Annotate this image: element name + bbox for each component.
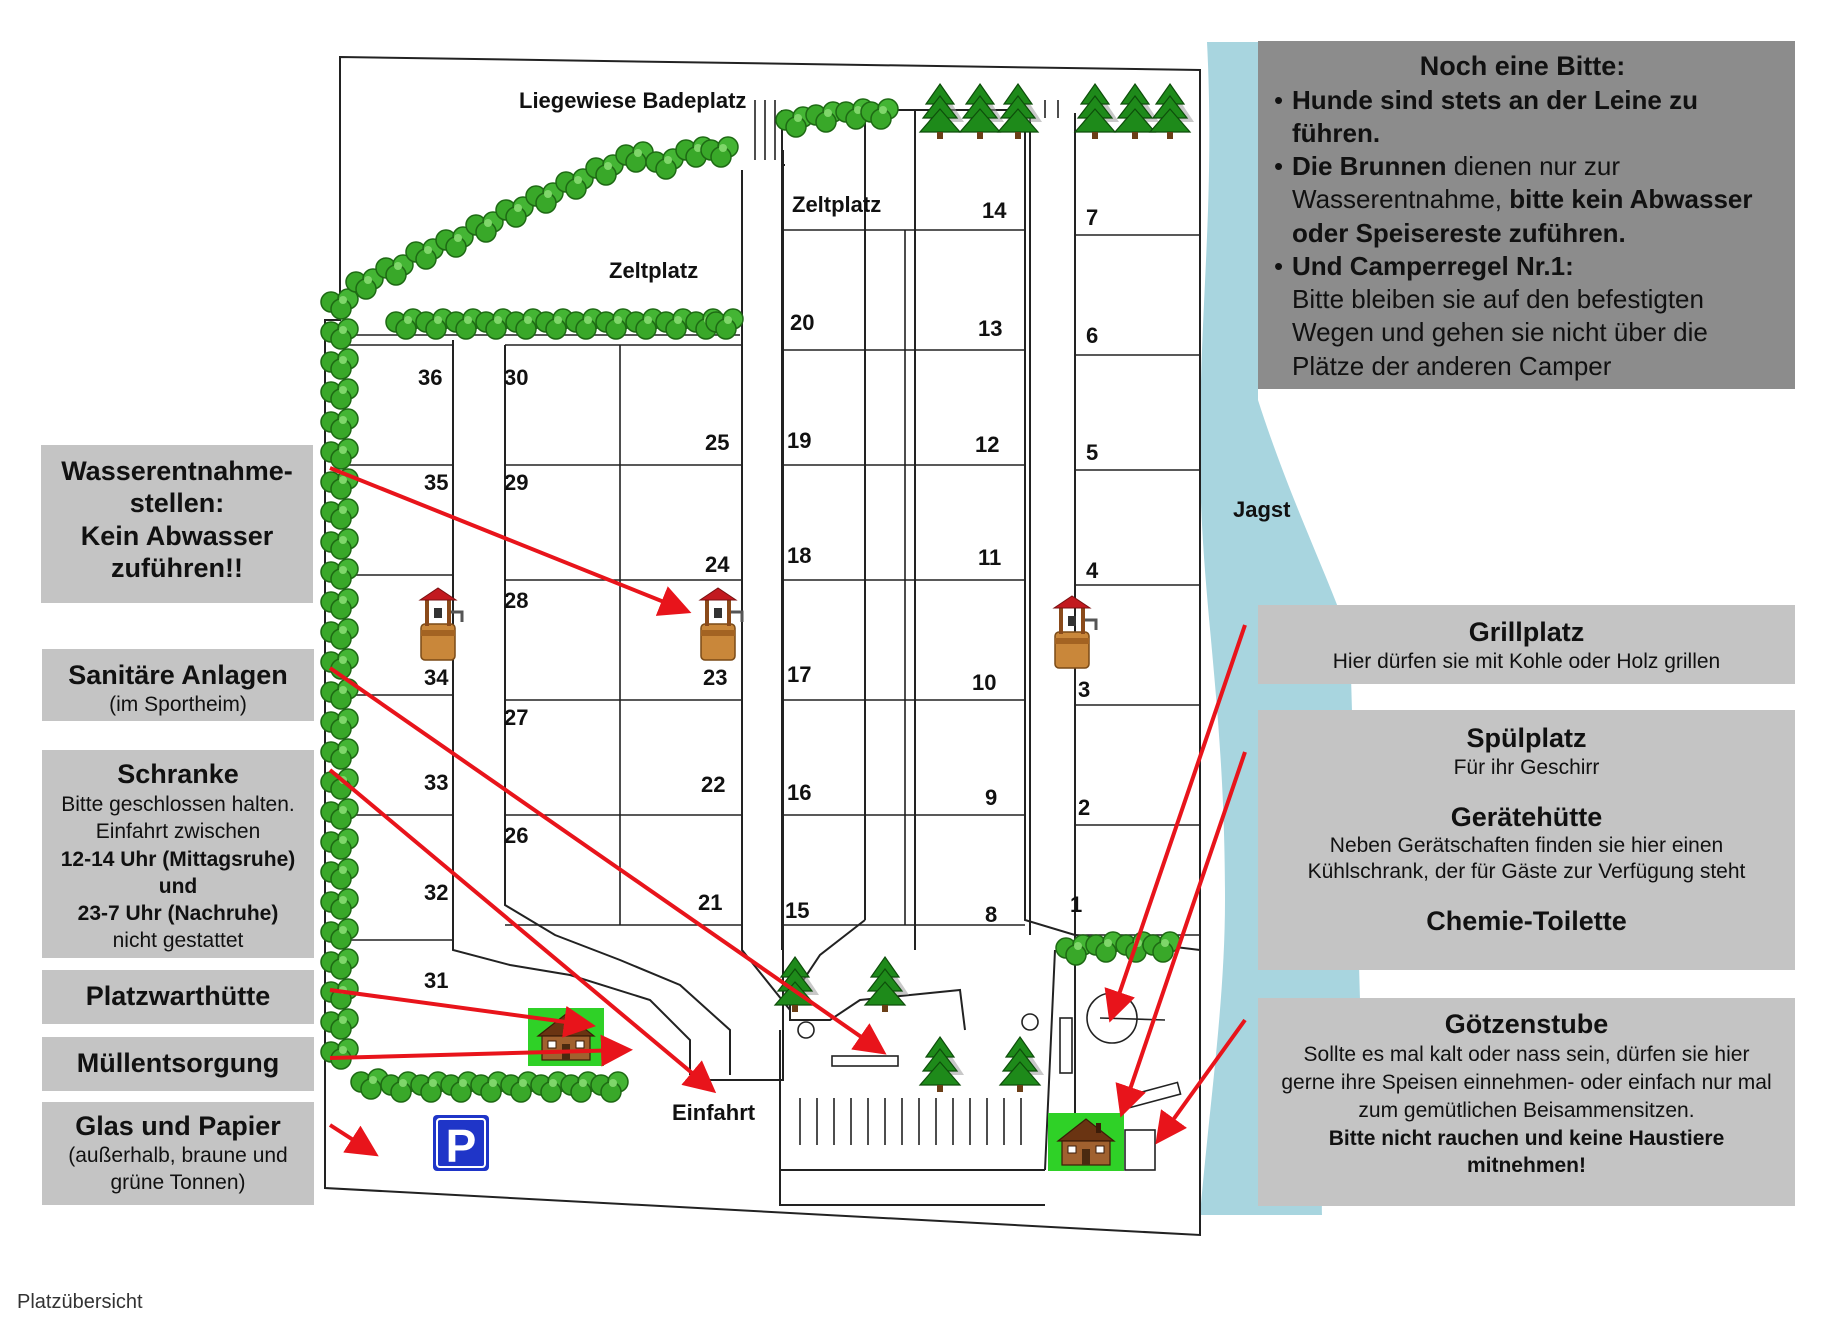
barrier-line1: Bitte geschlossen halten. — [61, 792, 295, 816]
sanitary-box: Sanitäre Anlagen (im Sportheim) — [42, 649, 314, 721]
pitch-number-33: 33 — [424, 770, 448, 795]
pitch-number-11: 11 — [978, 545, 1001, 570]
pitch-number-31: 31 — [424, 968, 448, 993]
label-liegewiese: Liegewiese Badeplatz — [519, 88, 746, 113]
note-item-wells-bold2: bitte kein Abwasser oder Speisereste zuf… — [1292, 184, 1753, 248]
pitch-number-26: 26 — [504, 823, 528, 848]
waste-title: Müllentsorgung — [76, 1048, 280, 1078]
campsite-outline — [324, 55, 1201, 1237]
pitch-number-23: 23 — [703, 665, 727, 690]
pitch-number-25: 25 — [705, 430, 729, 455]
pitch-number-27: 27 — [504, 705, 528, 730]
rinse-sub: Für ihr Geschirr — [1453, 755, 1600, 779]
pitch-number-1: 1 — [1070, 892, 1082, 917]
pitch-number-19: 19 — [787, 428, 811, 453]
pitch-number-6: 6 — [1086, 323, 1098, 348]
note-item-rule: Und Camperregel Nr.1:Bitte bleiben sie a… — [1268, 250, 1777, 383]
shed-sub: Neben Gerätschaften finden sie hier eine… — [1307, 834, 1746, 884]
well-icon — [698, 586, 744, 662]
pitch-number-17: 17 — [787, 662, 811, 687]
water-points-title: Wasserentnahme- stellen: Kein Abwasser z… — [61, 456, 293, 584]
pitch-numbers: 3635343332313029282726252423222120191817… — [418, 198, 1099, 993]
barrier-line6: nicht gestattet — [112, 929, 244, 953]
barrier-line4: und — [158, 874, 198, 898]
pitch-number-9: 9 — [985, 785, 997, 810]
pitch-number-13: 13 — [978, 316, 1002, 341]
pitch-number-28: 28 — [504, 588, 528, 613]
parking-icon: P — [433, 1115, 489, 1172]
note-heading: Noch eine Bitte: — [1419, 51, 1626, 81]
pitch-number-12: 12 — [975, 432, 999, 457]
label-river: Jagst — [1233, 497, 1291, 522]
warden-hut-title: Platzwarthütte — [85, 981, 271, 1011]
parking-stripes — [799, 1098, 1022, 1145]
note-item-dogs: Hunde sind stets an der Leine zu führen. — [1268, 84, 1777, 151]
goetzenstube-title: Götzenstube — [1444, 1009, 1609, 1039]
label-entrance: Einfahrt — [672, 1100, 756, 1125]
well-icon — [418, 586, 464, 662]
pitch-number-36: 36 — [418, 365, 442, 390]
pitch-number-32: 32 — [424, 880, 448, 905]
hut-icon — [1047, 1112, 1125, 1172]
pitch-number-22: 22 — [701, 772, 725, 797]
pitch-number-8: 8 — [985, 902, 997, 927]
pitch-number-3: 3 — [1078, 677, 1090, 702]
note-item-wells: Die Brunnen dienen nur zur Wasserentnahm… — [1268, 150, 1777, 250]
pitch-number-10: 10 — [972, 670, 996, 695]
waste-box: Müllentsorgung — [42, 1037, 314, 1091]
pitch-number-4: 4 — [1086, 558, 1099, 583]
label-zeltplatz-right: Zeltplatz — [792, 192, 881, 217]
request-note-box: Noch eine Bitte: Hunde sind stets an der… — [1258, 41, 1795, 389]
camp-roads — [452, 109, 1201, 1206]
shed-title: Gerätehütte — [1450, 801, 1603, 832]
rinse-title: Spülplatz — [1466, 723, 1587, 753]
sanitary-title: Sanitäre Anlagen — [68, 660, 288, 690]
glass-paper-title: Glas und Papier — [75, 1111, 281, 1141]
barrier-title: Schranke — [117, 759, 239, 789]
barrier-box: Schranke Bitte geschlossen halten. Einfa… — [42, 750, 314, 958]
well-icon — [1052, 594, 1098, 670]
goetzenstube-sub: Sollte es mal kalt oder nass sein, dürfe… — [1281, 1042, 1772, 1122]
goetzenstube-box: Götzenstube Sollte es mal kalt oder nass… — [1258, 998, 1795, 1206]
pitch-number-16: 16 — [787, 780, 811, 805]
pointer-arrows — [328, 466, 1247, 1157]
glass-paper-box: Glas und Papier (außerhalb, braune und g… — [42, 1102, 314, 1205]
sanitary-sub: (im Sportheim) — [109, 692, 247, 716]
barrier-line5: 23-7 Uhr (Nachruhe) — [77, 902, 279, 926]
pitch-number-2: 2 — [1078, 795, 1090, 820]
pitch-number-14: 14 — [982, 198, 1007, 223]
label-zeltplatz-left: Zeltplatz — [609, 258, 698, 283]
grill-title: Grillplatz — [1468, 617, 1585, 647]
warden-hut-box: Platzwarthütte — [42, 970, 314, 1024]
pitch-number-20: 20 — [790, 310, 814, 335]
pitch-number-29: 29 — [504, 470, 528, 495]
grill-sub: Hier dürfen sie mit Kohle oder Holz gril… — [1332, 649, 1721, 673]
note-item-wells-bold: Die Brunnen — [1292, 151, 1447, 182]
rinse-shed-toilet-box: Spülplatz Für ihr Geschirr Gerätehütte N… — [1258, 710, 1795, 970]
pitch-number-24: 24 — [705, 552, 730, 577]
note-item-rule-bold: Und Camperregel Nr.1: — [1292, 250, 1574, 281]
pitch-number-35: 35 — [424, 470, 448, 495]
pitch-number-30: 30 — [504, 365, 528, 390]
water-points-box: Wasserentnahme- stellen: Kein Abwasser z… — [41, 445, 313, 603]
barrier-line3: 12-14 Uhr (Mittagsruhe) — [60, 847, 296, 871]
toilet-title: Chemie-Toilette — [1426, 905, 1627, 936]
goetzenstube-bold: Bitte nicht rauchen und keine Haustiere … — [1328, 1126, 1725, 1177]
glass-paper-sub: (außerhalb, braune und grüne Tonnen) — [68, 1143, 288, 1194]
grill-box: Grillplatz Hier dürfen sie mit Kohle ode… — [1258, 605, 1795, 684]
map-caption: Platzübersicht — [17, 1291, 143, 1313]
pitch-number-34: 34 — [424, 665, 449, 690]
pitch-number-5: 5 — [1086, 440, 1098, 465]
note-item-wells-text: dienen nur zur Wasserentnahme, — [1292, 151, 1621, 215]
pitch-number-18: 18 — [787, 543, 811, 568]
pitch-number-21: 21 — [698, 890, 722, 915]
note-item-dogs-text: Hunde sind stets an der Leine zu führen. — [1292, 84, 1698, 148]
barrier-line2: Einfahrt zwischen — [95, 820, 261, 844]
note-item-rule-text: Bitte bleiben sie auf den befestigten We… — [1292, 284, 1708, 381]
parking-label: P — [446, 1120, 477, 1172]
pitch-number-15: 15 — [785, 898, 809, 923]
pitch-number-7: 7 — [1086, 205, 1098, 230]
